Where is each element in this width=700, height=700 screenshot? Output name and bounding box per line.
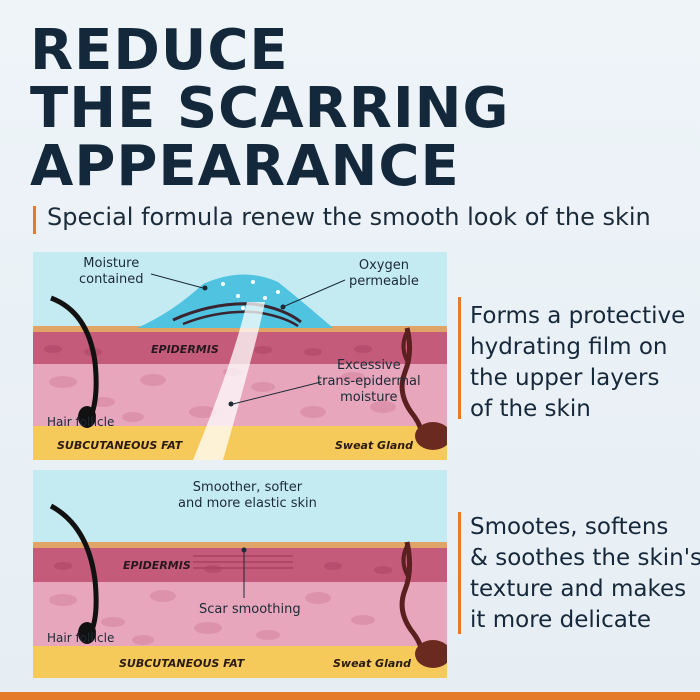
label-hair-follicle: Hair follicle	[47, 415, 115, 429]
label-smoother-skin: Smoother, softer and more elastic skin	[178, 480, 317, 512]
label-smoother-line-2: and more elastic skin	[178, 496, 317, 511]
side-bottom-accent-bar	[458, 512, 461, 634]
label-moisture-contained: Moisture contained	[79, 256, 144, 288]
side-bottom-line-3: texture and makes	[470, 576, 687, 602]
label-moisture-line-1: Moisture	[83, 256, 140, 271]
label-sweat-gland: Sweat Gland	[335, 439, 413, 452]
label-scar-smoothing: Scar smoothing	[199, 602, 301, 617]
label-excessive-line-1: Excessive	[336, 358, 401, 373]
skin-diagram-top: Moisture contained Oxygen permeable EPID…	[33, 252, 447, 460]
label-oxygen-line-2: permeable	[349, 274, 419, 289]
subheadline-accent-bar	[33, 206, 36, 234]
headline-line-2: THE SCARRING	[30, 76, 510, 141]
label-excessive-line-2: trans-epidermal	[317, 374, 421, 389]
headline: REDUCE THE SCARRING APPEARANCE	[30, 22, 510, 196]
subheadline: Special formula renew the smooth look of…	[47, 203, 651, 231]
label-excessive-moisture: Excessive trans-epidermal moisture	[317, 358, 421, 406]
label-excessive-line-3: moisture	[340, 390, 398, 405]
side-text-top: Forms a protective hydrating film on the…	[470, 301, 685, 425]
side-bottom-line-1: Smootes, softens	[470, 514, 669, 540]
headline-line-1: REDUCE	[30, 18, 289, 83]
skin-diagram-bottom: Smoother, softer and more elastic skin E…	[33, 470, 447, 678]
label-epidermis: EPIDERMIS	[151, 343, 219, 356]
headline-line-3: APPEARANCE	[30, 134, 460, 199]
label-epidermis-bottom: EPIDERMIS	[123, 559, 191, 572]
label-oxygen-line-1: Oxygen	[358, 258, 409, 273]
label-smoother-line-1: Smoother, softer	[192, 480, 303, 495]
side-top-line-2: hydrating film on	[470, 334, 668, 360]
label-subcutaneous-fat-bottom: SUBCUTANEOUS FAT	[119, 657, 245, 670]
bottom-accent-strip	[0, 692, 700, 700]
label-oxygen-permeable: Oxygen permeable	[349, 258, 419, 290]
label-subcutaneous-fat: SUBCUTANEOUS FAT	[57, 439, 183, 452]
side-top-line-1: Forms a protective	[470, 303, 686, 329]
skin-diagram-bottom-art	[33, 503, 447, 678]
label-sweat-gland-bottom: Sweat Gland	[333, 657, 411, 670]
side-bottom-line-4: it more delicate	[470, 607, 652, 633]
label-moisture-line-2: contained	[79, 272, 144, 287]
skin-diagram-top-art	[33, 273, 447, 460]
side-bottom-line-2: & soothes the skin's	[470, 545, 700, 571]
label-hair-follicle-bottom: Hair follicle	[47, 631, 115, 645]
side-top-line-3: the upper layers	[470, 365, 660, 391]
side-top-accent-bar	[458, 297, 461, 419]
side-top-line-4: of the skin	[470, 396, 591, 422]
side-text-bottom: Smootes, softens & soothes the skin's te…	[470, 512, 700, 636]
